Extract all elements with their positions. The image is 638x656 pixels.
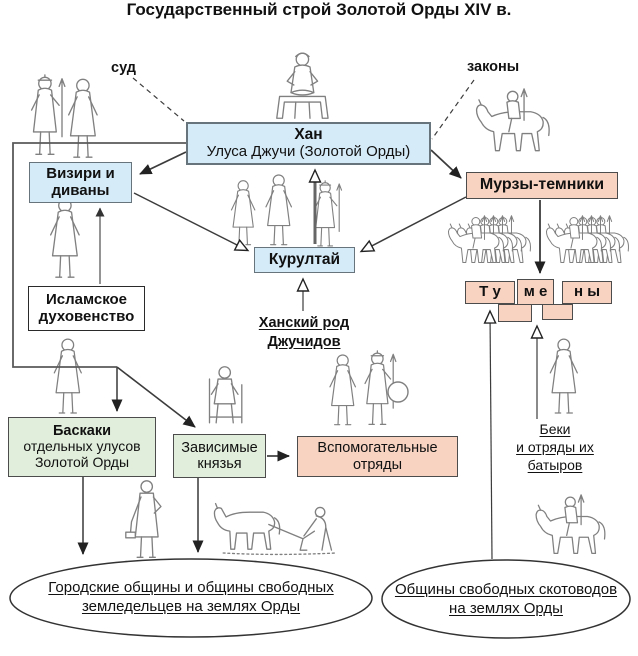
tumens-letters-2: м е [523,282,548,300]
arrow-khan-to-princes [116,366,196,428]
court-label: суд [111,60,136,76]
kurultai-label: Курултай [268,251,341,269]
bek-illustration [549,338,578,414]
arrow-khan-to-murzy [430,149,462,179]
tumens-box-1: Т у [465,281,515,304]
herder-communities-line-1: Общины свободных скотоводов [394,581,618,598]
murzy-temniki-box: Мурзы-темники [466,172,618,199]
baskaki-title: Баскаки [52,423,112,439]
tumen-horsemen-group-1-illustration [447,215,531,264]
baskaki-line-2: Золотой Орды [34,454,130,471]
blacksmith-illustration [125,480,162,558]
foot-soldiers-illustration [329,350,409,426]
herdsman-illustration [535,494,606,555]
arrow-viziers-to-kurultai [133,192,247,250]
beks-line-1: Беки [539,421,571,437]
dependent-princes-box: Зависимые князья [173,434,266,478]
herder-communities-text: Общины свободных скотоводов на землях Ор… [391,580,621,618]
dependent-princes-line-1: Зависимые [181,439,258,456]
laws-label: законы [467,59,520,75]
islamic-clergy-box: Исламское духовенство [28,286,145,331]
viziers-box: Визири и диваны [29,162,132,203]
court-dashed-connector [132,77,185,122]
tumens-box-4 [498,304,532,322]
auxiliary-troops-line-1: Вспомогательные [317,440,438,457]
beks-line-3: батыров [527,456,583,473]
islamic-clergy-line-1: Исламское [45,290,128,308]
tumens-letters-3: н ы [573,283,601,301]
nobles-illustration [30,74,98,158]
dependent-princes-line-2: князья [197,456,242,472]
khan-clan-line-2: Джучидов [267,333,341,350]
urban-communities-line-1: Городские общины и общины свободных [48,579,334,596]
arrow-herders-to-tumens [490,312,492,560]
tumens-box-3: н ы [562,281,612,304]
khan-subtitle: Улуса Джучи (Золотой Орды) [206,142,411,160]
urban-communities-text: Городские общины и общины свободных земл… [26,578,356,616]
plowman-illustration [213,502,337,556]
viziers-line-1: Визири и [46,164,115,182]
kurultai-box: Курултай [254,247,355,273]
laws-dashed-connector [431,79,475,140]
kurultai-elders-illustration [230,174,343,247]
herder-communities-ellipse [381,559,631,639]
khan-on-throne-illustration [276,52,329,119]
tumens-box-2: м е [517,279,554,305]
herder-communities-line-2: на землях Орды [449,600,563,618]
khan-title: Хан [294,126,323,144]
khan-clan-line-1: Ханский род [258,315,350,331]
beks-line-2: и отряды их [516,438,594,455]
imam-illustration [49,198,80,278]
tumen-horsemen-group-2-illustration [545,215,629,264]
beks-text: Беки и отряды их батыров [500,421,610,475]
urban-communities-line-2: земледельцев на землях Орды [81,598,301,616]
viziers-line-2: диваны [51,181,110,199]
urban-communities-ellipse [9,558,373,638]
khan-box: Хан Улуса Джучи (Золотой Орды) [186,122,431,165]
baskak-illustration [53,338,82,414]
baskaki-box: Баскаки отдельных улусов Золотой Орды [8,417,156,477]
baskaki-line-1: отдельных улусов [23,438,141,455]
islamic-clergy-line-2: духовенство [38,307,135,325]
auxiliary-troops-line-2: отряды [352,456,403,473]
arrow-murzy-to-kurultai [362,196,467,251]
khan-left-branch-line [12,142,186,368]
tumens-letters-1: Т у [479,283,501,301]
murzy-temniki-label: Мурзы-темники [479,176,605,194]
diagram-title: Государственный строй Золотой Орды XIV в… [126,0,512,19]
seated-prince-illustration [208,366,243,424]
arrow-khan-to-viziers [139,151,187,175]
tumens-box-5 [542,304,573,320]
auxiliary-troops-box: Вспомогательные отряды [297,436,458,477]
laws-horseman-illustration [475,88,550,152]
khan-clan-text: Ханский род Джучидов [248,314,360,351]
